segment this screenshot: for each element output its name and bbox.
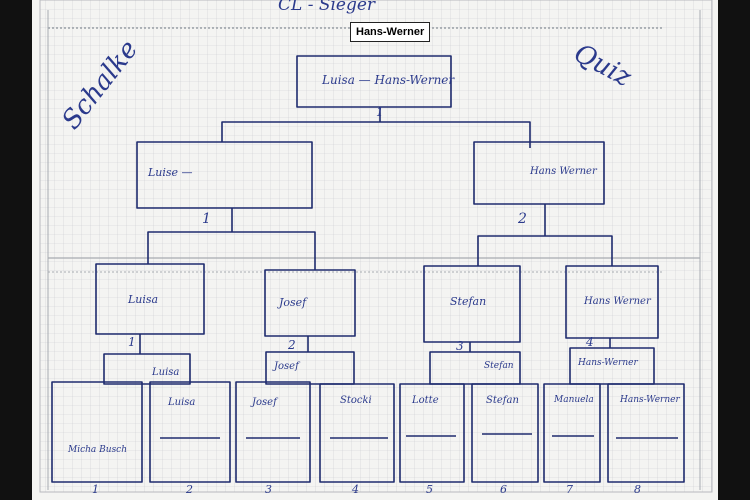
winner-label: Hans-Werner (350, 22, 431, 42)
r16-winner-1: Luisa (152, 367, 180, 378)
quarterfinal-name-2: Josef (279, 296, 307, 309)
final-match-text: Luisa — Hans-Werner (322, 73, 455, 87)
player-number-3: 3 (265, 483, 272, 496)
player-number-8: 8 (634, 483, 641, 496)
player-name-7: Manuela (554, 395, 594, 405)
player-name-4: Stocki (340, 395, 372, 406)
semifinal-name-1: Luise — (148, 166, 193, 179)
semifinal-box-2 (473, 141, 605, 205)
r16-winner-4: Hans-Werner (578, 358, 638, 368)
player-box-3 (235, 381, 311, 483)
quarterfinal-box-1 (95, 263, 205, 335)
quarterfinal-number-1: 1 (128, 335, 136, 349)
quarterfinal-box-2 (264, 269, 356, 337)
quarterfinal-box-4 (565, 265, 659, 339)
final-number: 1 (376, 105, 384, 119)
quarterfinal-name-3: Stefan (450, 295, 487, 308)
player-box-4 (319, 383, 395, 483)
quarterfinal-number-4: 4 (586, 335, 594, 349)
r16-winner-2: Josef (274, 361, 299, 372)
player-name-5: Lotte (412, 395, 439, 406)
player-box-8 (607, 383, 685, 483)
player-name-8: Hans-Werner (620, 395, 680, 405)
r16-box-1 (103, 353, 191, 385)
player-box-1 (51, 381, 143, 483)
quarterfinal-name-1: Luisa (128, 293, 159, 306)
semifinal-number-2: 2 (518, 211, 527, 227)
player-name-1: Micha Busch (68, 445, 128, 455)
player-number-5: 5 (426, 483, 433, 496)
player-name-2: Luisa (168, 397, 196, 408)
player-box-7 (543, 383, 601, 483)
player-box-2 (149, 381, 231, 483)
player-name-6: Stefan (486, 395, 519, 406)
semifinal-number-1: 1 (202, 211, 211, 227)
player-number-6: 6 (500, 483, 507, 496)
board-title: CL - Sieger (278, 0, 376, 15)
player-number-1: 1 (92, 483, 99, 496)
player-box-6 (471, 383, 539, 483)
player-number-2: 2 (186, 483, 193, 496)
r16-winner-3: Stefan (484, 361, 514, 371)
player-name-3: Josef (252, 397, 277, 408)
quarterfinal-name-4: Hans Werner (584, 296, 651, 307)
quarterfinal-box-3 (423, 265, 521, 343)
semifinal-box-1 (136, 141, 313, 209)
player-number-7: 7 (566, 483, 573, 496)
quarterfinal-number-3: 3 (456, 339, 464, 353)
player-number-4: 4 (352, 483, 359, 496)
player-box-5 (399, 383, 465, 483)
final-box (296, 55, 452, 108)
semifinal-name-2: Hans Werner (530, 166, 597, 177)
quarterfinal-number-2: 2 (288, 338, 296, 352)
